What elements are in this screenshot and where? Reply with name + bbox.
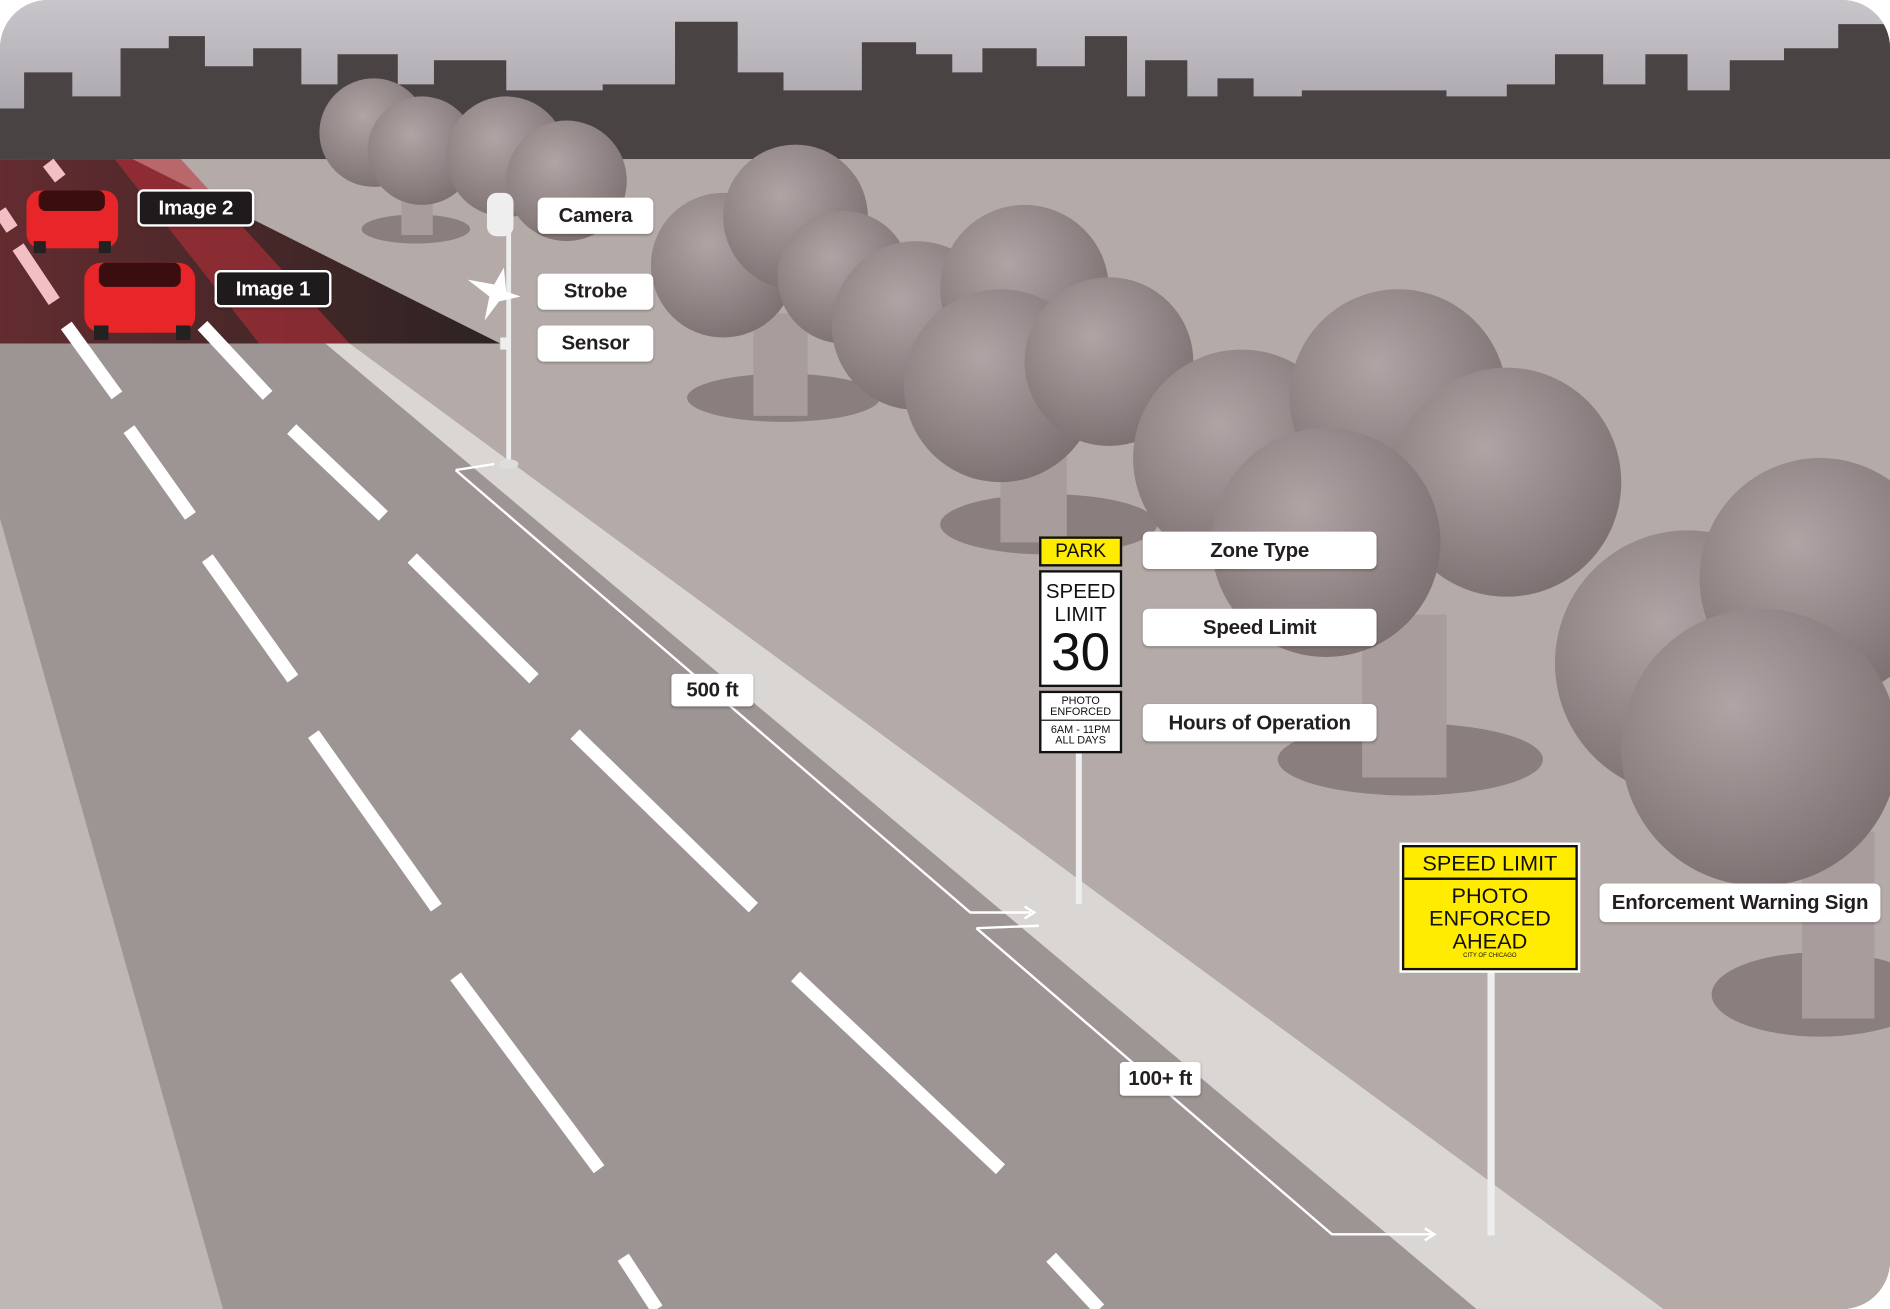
- sensor-label: Sensor: [537, 325, 654, 362]
- road: [0, 343, 1477, 1309]
- speed-limit-label: Speed Limit: [1142, 608, 1377, 647]
- hours-plaque: PHOTO ENFORCED 6AM - 11PM ALL DAYS: [1039, 690, 1123, 754]
- cars: [26, 190, 196, 340]
- warning-line-3: AHEAD: [1452, 929, 1528, 954]
- zone-type-label: Zone Type: [1142, 531, 1377, 569]
- days-text: ALL DAYS: [1055, 734, 1106, 747]
- zone-plaque: PARK: [1039, 536, 1123, 567]
- hours-text: 6AM - 11PM: [1050, 723, 1111, 736]
- sensor-icon: [500, 337, 510, 350]
- warning-line-1: PHOTO: [1451, 883, 1529, 908]
- strobe-icon: [467, 267, 521, 321]
- distance-100-label: 100+ ft: [1119, 1061, 1201, 1096]
- lane-markings: [0, 158, 1105, 1309]
- distance-500-label: 500 ft: [671, 673, 754, 707]
- image-2-label: Image 2: [137, 189, 255, 227]
- speed-value: 30: [1051, 623, 1111, 683]
- hours-label: Hours of Operation: [1142, 703, 1377, 742]
- warning-footer: CITY OF CHICAGO: [1463, 952, 1517, 960]
- distance-lines: [454, 462, 1437, 1242]
- warning-header: SPEED LIMIT: [1404, 847, 1576, 880]
- photo-text: PHOTO: [1061, 694, 1100, 707]
- car-image-1: [84, 262, 196, 340]
- trees: [319, 78, 1890, 1037]
- camera-label: Camera: [537, 197, 654, 234]
- speed-text: SPEED: [1045, 579, 1116, 603]
- enforcement-warning-sign: SPEED LIMIT PHOTO ENFORCED AHEAD CITY OF…: [1399, 842, 1581, 973]
- camera-icon: [486, 192, 514, 237]
- strobe-label: Strobe: [537, 273, 654, 310]
- warning-sign-label: Enforcement Warning Sign: [1599, 883, 1881, 923]
- enforced-text: ENFORCED: [1041, 706, 1120, 721]
- warning-line-2: ENFORCED: [1428, 906, 1551, 931]
- speed-limit-sign: SPEED LIMIT 30: [1039, 570, 1123, 688]
- sidewalk: [325, 343, 1664, 1309]
- car-image-2: [26, 190, 119, 254]
- camera-pole: [467, 192, 521, 469]
- image-1-label: Image 1: [214, 270, 332, 308]
- limit-text: LIMIT: [1054, 602, 1107, 626]
